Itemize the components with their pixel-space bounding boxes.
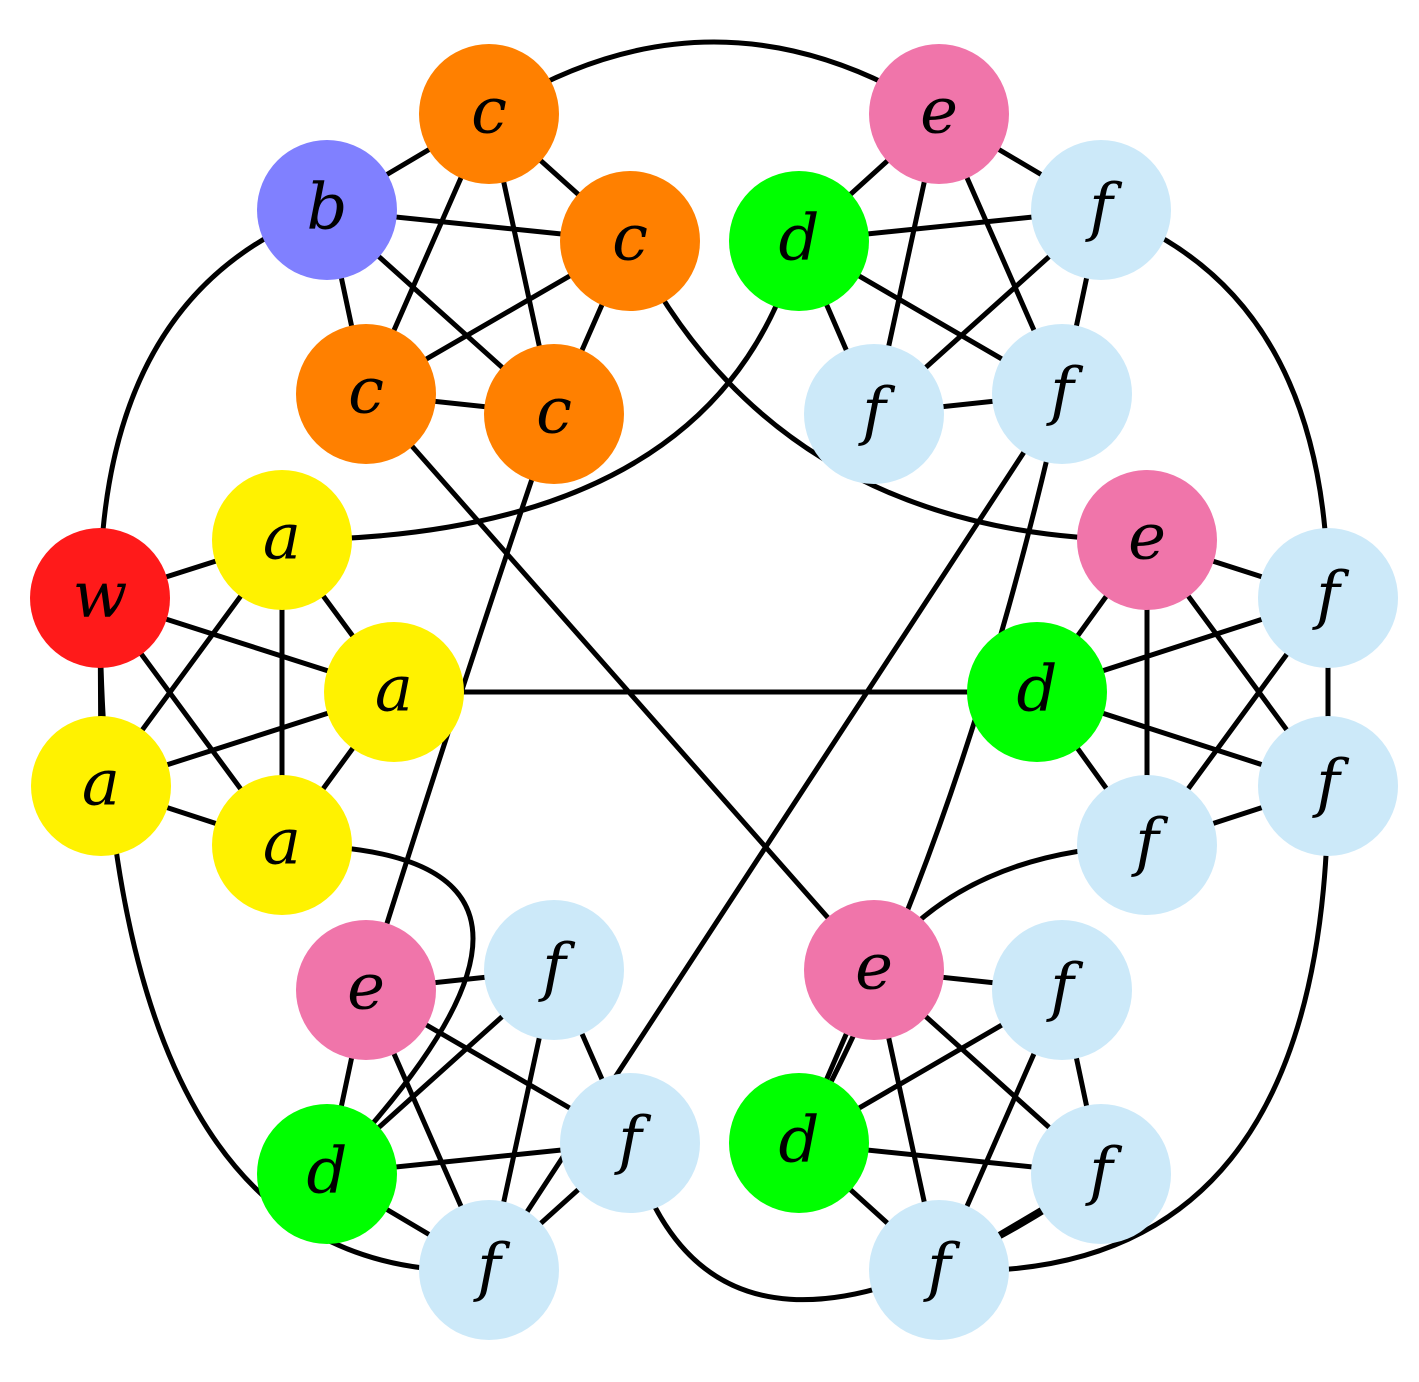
node-circle-e (1077, 470, 1217, 610)
edge-c1-e1 (486, 39, 942, 117)
node-circle-c (484, 344, 624, 484)
node-circle-e (869, 44, 1009, 184)
node-circle-f (992, 324, 1132, 464)
node-d3: d (257, 1104, 397, 1244)
node-label: a (82, 747, 120, 821)
node-label: d (779, 1104, 820, 1178)
node-f3: f (992, 324, 1132, 464)
node-a3: a (31, 716, 171, 856)
node-label: c (471, 75, 507, 149)
node-circle-f (1258, 716, 1398, 856)
node-label: d (779, 202, 820, 276)
node-label: c (612, 202, 648, 276)
node-circle-a (31, 716, 171, 856)
node-label: e (920, 75, 958, 149)
node-circle-d (729, 1073, 869, 1213)
node-circle-d (967, 622, 1107, 762)
node-f10: f (992, 920, 1132, 1060)
node-label: w (73, 559, 128, 633)
node-circle-f (484, 900, 624, 1040)
node-f8: f (560, 1073, 700, 1213)
edge-f5-f12 (936, 783, 1331, 1274)
edge-c3-e4 (363, 391, 877, 973)
edge-a1-d1 (279, 238, 802, 543)
edge-a4-d3 (279, 842, 476, 1177)
node-circle-f (992, 920, 1132, 1060)
node-e1: e (869, 44, 1009, 184)
node-c3: c (296, 324, 436, 464)
node-circle-b (257, 140, 397, 280)
node-f6: f (1077, 775, 1217, 915)
node-circle-w (30, 528, 170, 668)
node-label: d (1017, 653, 1058, 727)
node-f5: f (1258, 716, 1398, 856)
node-label: c (348, 355, 384, 429)
node-label: a (263, 806, 301, 880)
node-circle-a (212, 775, 352, 915)
node-f2: f (804, 344, 944, 484)
node-circle-a (324, 622, 464, 762)
node-circle-f (1031, 140, 1171, 280)
node-b1: b (257, 140, 397, 280)
node-e2: e (1077, 470, 1217, 610)
node-d4: d (729, 1073, 869, 1213)
node-f9: f (419, 1200, 559, 1340)
node-d1: d (729, 171, 869, 311)
node-f7: f (484, 900, 624, 1040)
node-f12: f (869, 1200, 1009, 1340)
node-label: d (307, 1135, 348, 1209)
node-label: a (263, 501, 301, 575)
node-circle-d (257, 1104, 397, 1244)
edge-f3-d4 (796, 391, 1065, 1146)
node-label: b (307, 171, 348, 245)
node-label: a (375, 653, 413, 727)
node-e3: e (296, 920, 436, 1060)
node-c4: c (484, 344, 624, 484)
node-w1: w (30, 528, 170, 668)
node-circle-f (560, 1073, 700, 1213)
node-f4: f (1258, 528, 1398, 668)
node-circle-f (419, 1200, 559, 1340)
node-circle-e (804, 900, 944, 1040)
node-c2: c (560, 171, 700, 311)
node-d2: d (967, 622, 1107, 762)
node-circle-a (212, 470, 352, 610)
node-circle-f (869, 1200, 1009, 1340)
node-label: e (1128, 501, 1166, 575)
node-circle-c (296, 324, 436, 464)
node-a4: a (212, 775, 352, 915)
node-label: e (855, 931, 893, 1005)
node-label: e (347, 951, 385, 1025)
node-circle-f (1258, 528, 1398, 668)
node-c1: c (419, 44, 559, 184)
node-circle-f (1077, 775, 1217, 915)
node-circle-f (804, 344, 944, 484)
node-label: c (536, 375, 572, 449)
node-e4: e (804, 900, 944, 1040)
node-circle-c (560, 171, 700, 311)
node-f1: f (1031, 140, 1171, 280)
node-circle-e (296, 920, 436, 1060)
node-circle-f (1031, 1104, 1171, 1244)
node-a1: a (212, 470, 352, 610)
node-f11: f (1031, 1104, 1171, 1244)
node-circle-d (729, 171, 869, 311)
node-a2: a (324, 622, 464, 762)
node-circle-c (419, 44, 559, 184)
